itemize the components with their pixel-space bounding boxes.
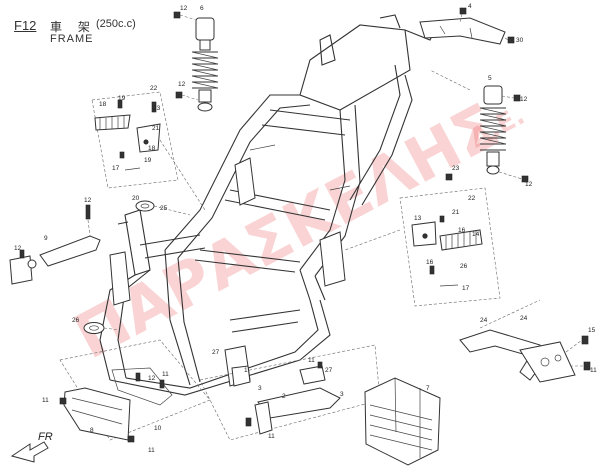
- callout-number: 20: [132, 195, 140, 202]
- callout-number: 13: [414, 215, 422, 222]
- callout-number: 18: [99, 101, 107, 108]
- right-footrest-group: [344, 173, 501, 307]
- callout-number: 26: [72, 317, 80, 324]
- callout-number: 16: [426, 259, 434, 266]
- lower-brackets: [199, 344, 381, 441]
- callout-number: 6: [200, 5, 204, 12]
- watermark: ΠΑΡΑΣΚΕΛΗΣ Α.Ε.: [63, 89, 530, 373]
- callout-number: 4: [468, 3, 472, 10]
- callout-number: 23: [153, 105, 161, 112]
- battery-box: [364, 377, 441, 466]
- callout-number: 22: [468, 195, 476, 202]
- rear-shock-left: [173, 11, 219, 112]
- callout-number: 12: [148, 375, 156, 382]
- callout-number: 12: [84, 197, 92, 204]
- displacement-label: (250c.c): [96, 18, 136, 30]
- direction-label: FR: [38, 431, 53, 443]
- callout-number: 22: [150, 85, 158, 92]
- callout-number: 2: [282, 393, 286, 400]
- callout-number: 8: [90, 427, 94, 434]
- callout-number: 11: [162, 371, 169, 378]
- callout-number: 16: [458, 227, 466, 234]
- callout-number: 30: [516, 37, 524, 44]
- callout-number: 21: [152, 125, 160, 132]
- callout-number: 12: [180, 5, 188, 12]
- bottom-guard: [59, 339, 211, 443]
- washers: [83, 200, 191, 334]
- left-footrest-group: [91, 91, 206, 211]
- callout-number: 19: [118, 95, 126, 102]
- callout-number: 10: [154, 425, 162, 432]
- callout-number: 12: [525, 181, 533, 188]
- callout-number: 11: [42, 397, 49, 404]
- callout-number: 19: [144, 157, 152, 164]
- callout-number: 11: [590, 367, 597, 374]
- callout-number: 1: [244, 367, 248, 374]
- callout-number: 3: [340, 391, 344, 398]
- callout-number: 12: [520, 96, 528, 103]
- callout-number: 14: [472, 231, 480, 238]
- callout-number: 25: [160, 205, 168, 212]
- callout-number: 27: [212, 349, 220, 356]
- figure-title-chinese: 車 架: [50, 20, 96, 34]
- callout-number: 11: [268, 433, 275, 440]
- callout-labels: 12 6 12 30 4 5 22 18 19 23 12 12 21 17 2…: [14, 3, 597, 454]
- callout-number: 12: [178, 81, 186, 88]
- callout-number: 5: [488, 75, 492, 82]
- callout-number: 17: [112, 165, 120, 172]
- callout-number: 23: [452, 165, 460, 172]
- rear-bracket: [419, 7, 515, 45]
- callout-number: 27: [325, 367, 333, 374]
- callout-number: 11: [308, 357, 315, 364]
- callout-number: 3: [258, 385, 262, 392]
- callout-number: 24: [520, 315, 528, 322]
- watermark-text: ΠΑΡΑΣΚΕΛΗΣ: [63, 89, 511, 373]
- step-bracket-left: [9, 204, 101, 285]
- callout-number: 18: [148, 145, 156, 152]
- center-stand: [459, 299, 591, 383]
- main-frame: [99, 14, 441, 396]
- callout-number: 9: [44, 235, 48, 242]
- forward-direction-arrow: FR: [10, 431, 53, 463]
- callout-number: 7: [426, 385, 430, 392]
- callout-number: 24: [480, 317, 488, 324]
- callout-number: 12: [14, 245, 22, 252]
- callout-number: 26: [460, 263, 468, 270]
- callout-number: 15: [588, 327, 596, 334]
- callout-number: 17: [462, 285, 470, 292]
- rear-shock-right: [429, 69, 529, 183]
- callout-number: 21: [452, 209, 460, 216]
- figure-code: F12: [14, 18, 37, 33]
- callout-number: 11: [148, 447, 155, 454]
- figure-title: FRAME: [50, 33, 94, 45]
